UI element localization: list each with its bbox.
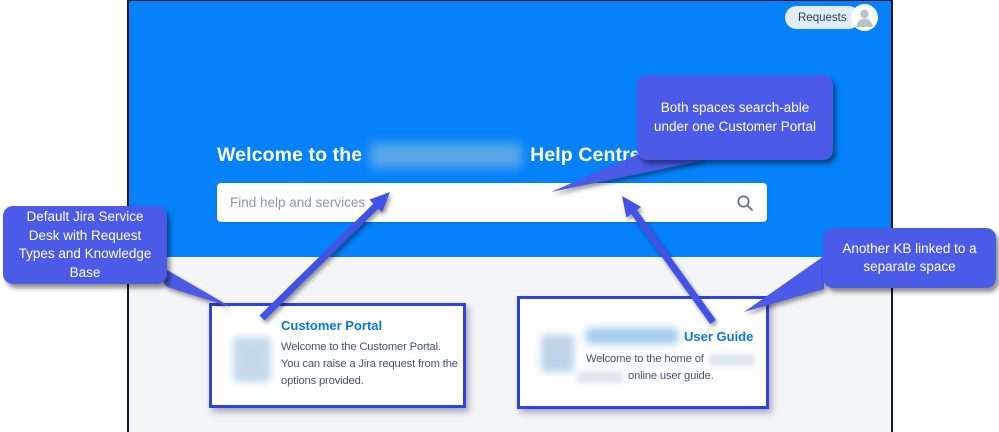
guide-description-line2: online user guide. xyxy=(577,368,755,385)
user-avatar[interactable] xyxy=(851,4,878,31)
guide-card-body: User Guide Welcome to the home of online… xyxy=(577,328,755,406)
user-guide-card[interactable]: User Guide Welcome to the home of online… xyxy=(517,296,769,409)
welcome-title-suffix: Help Centre xyxy=(530,144,641,166)
portal-logo-blur xyxy=(233,337,271,382)
search-input[interactable] xyxy=(230,195,736,210)
welcome-title-prefix: Welcome to the xyxy=(217,144,363,166)
welcome-title: Welcome to the Help Centre xyxy=(217,143,641,168)
search-bar[interactable] xyxy=(217,183,767,222)
customer-portal-description: Welcome to the Customer Portal. You can … xyxy=(281,341,458,387)
callout-another-kb: Another KB linked to a separate space xyxy=(823,228,996,288)
redacted-org-name-blur xyxy=(370,143,523,168)
redacted-product-name-blur xyxy=(586,328,678,344)
portal-card-body: Customer Portal Welcome to the Customer … xyxy=(281,318,473,405)
redacted-word-blur xyxy=(708,353,755,366)
help-centre-screenshot: Requests Welcome to the Help Centre xyxy=(127,0,893,432)
redacted-word-blur xyxy=(577,370,623,383)
user-guide-title-row: User Guide xyxy=(586,328,755,344)
search-icon[interactable] xyxy=(736,194,754,212)
person-icon xyxy=(856,9,873,27)
user-guide-link[interactable]: User Guide xyxy=(684,328,754,344)
requests-button[interactable]: Requests xyxy=(785,6,860,29)
customer-portal-link[interactable]: Customer Portal xyxy=(281,318,383,333)
customer-portal-card[interactable]: Customer Portal Welcome to the Customer … xyxy=(209,303,466,408)
guide-description-line1: Welcome to the home of xyxy=(586,351,755,368)
callout-both-spaces-searchable: Both spaces search-able under one Custom… xyxy=(637,75,833,160)
guide-logo-blur xyxy=(541,335,574,372)
callout-default-service-desk: Default Jira Service Desk with Request T… xyxy=(3,206,167,284)
